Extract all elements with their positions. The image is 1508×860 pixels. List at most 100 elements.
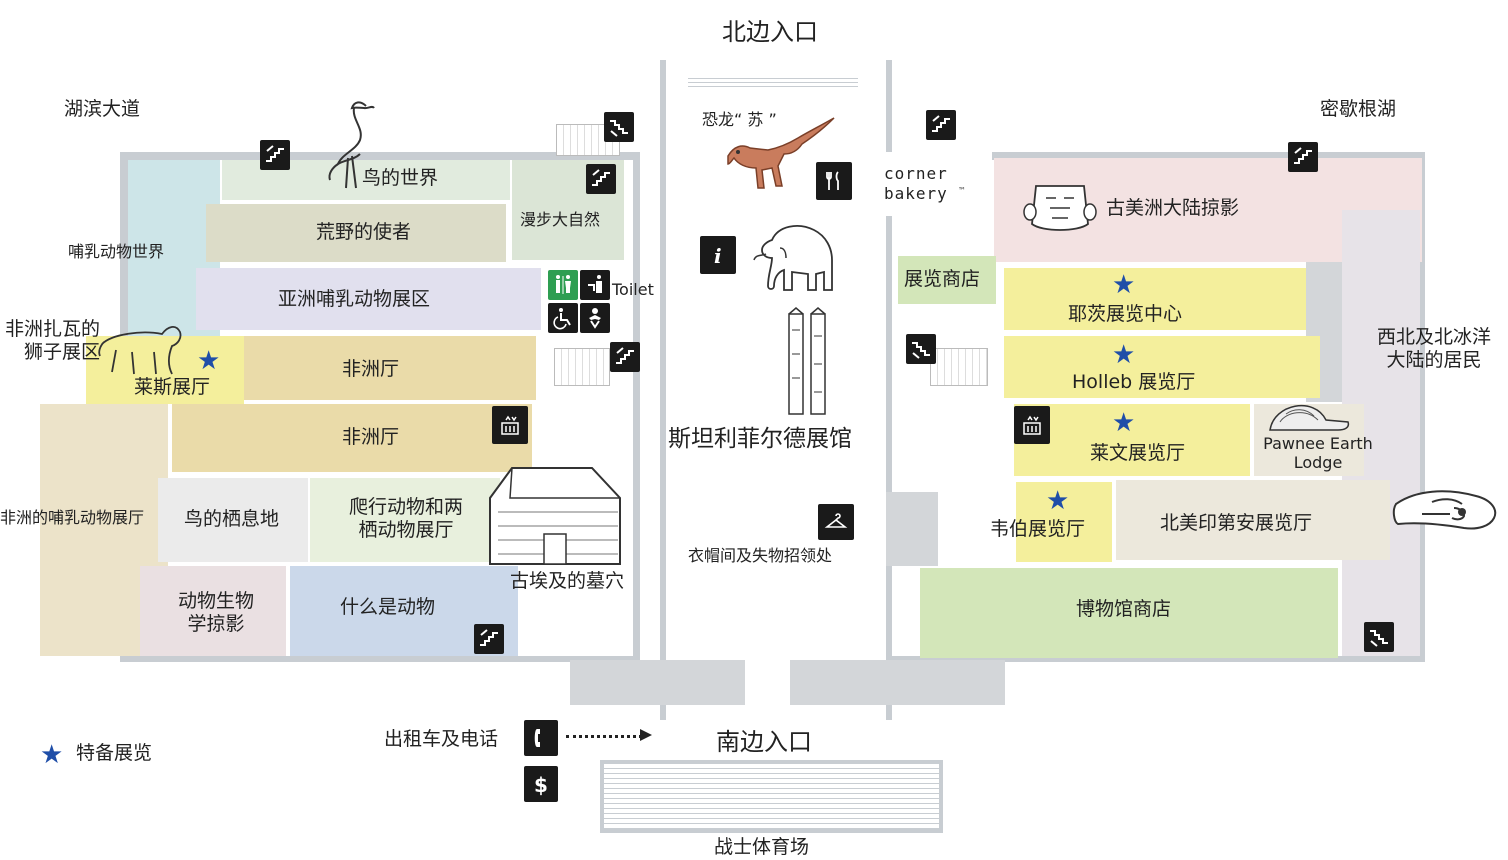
heron-illustration [328,101,375,189]
bakery-trademark: ™ [958,186,966,195]
lion-illustration [98,326,182,375]
asian-mammals-label: 亚洲哺乳动物展区 [278,288,431,310]
phone-icon[interactable] [524,720,558,756]
legend-star: ★ [40,740,64,770]
toilet-label: Toilet [612,280,654,299]
north-entrance-label: 北边入口 [722,18,818,46]
room-webber[interactable] [1016,482,1112,562]
atm-icon[interactable]: $ [524,766,558,802]
northwest-arctic-label: 西北及北冰洋 大陆的居民 [1376,326,1491,371]
room-grey-east-2 [886,492,938,566]
family-restroom-icon[interactable] [580,270,610,300]
svg-text:$: $ [534,773,548,796]
elephant-illustration [753,225,833,291]
info-icon[interactable]: i [700,236,736,274]
restroom-icon[interactable] [548,270,578,300]
room-bird-habitat[interactable] [158,478,308,562]
room-africa-2[interactable] [172,404,532,472]
africa-hall-1-label: 非洲厅 [342,358,400,380]
room-yes-center[interactable] [1004,268,1312,330]
wilderness-label: 荒野的使者 [316,221,412,243]
legend-label: 特备展览 [76,742,153,764]
bird-world-label: 鸟的世界 [362,167,439,189]
room-reptiles[interactable] [310,478,500,562]
stairs-icon[interactable] [260,140,290,170]
totem-poles-illustration [788,307,826,415]
svg-text:i: i [714,244,722,267]
soldier-field-label: 战士体育场 [714,836,810,858]
room-biology[interactable] [140,566,286,656]
room-africa-1[interactable] [244,336,536,400]
south-vestibule-right [790,660,1005,705]
museum-store-label: 博物馆商店 [1076,598,1172,620]
dinosaur-sue-illustration [727,117,835,189]
pawnee-label: Pawnee Earth Lodge [1263,434,1373,473]
special-exhibit-star-holleb: ★ [1112,340,1136,370]
stairs-icon[interactable] [604,112,634,142]
ancient-americas-label: 古美洲大陆掠影 [1106,197,1240,219]
special-exhibit-star-yes: ★ [1112,270,1136,300]
stanley-field-hall-label: 斯坦利菲尔德展馆 [668,426,852,452]
south-entrance-label: 南边入口 [716,728,812,756]
biology-label: 动物生物 学掠影 [177,590,254,635]
north-steps [688,75,858,90]
taxi-phone-label: 出租车及电话 [384,728,499,750]
stairs-icon[interactable] [474,624,504,654]
bird-habitat-label: 鸟的栖息地 [184,508,280,530]
stairs-icon[interactable] [1364,622,1394,652]
nature-walk-label: 漫步大自然 [520,210,601,229]
stairs-icon[interactable] [906,334,936,364]
elevator-icon[interactable] [492,406,528,444]
yes-center-label: 耶茨展览中心 [1068,303,1183,325]
holleb-label: Holleb 展览厅 [1072,371,1196,393]
stairs-icon[interactable] [1288,142,1318,172]
room-lewin[interactable] [1014,404,1250,476]
webber-label: 韦伯展览厅 [990,518,1086,540]
egypt-tomb-label: 古埃及的墓穴 [510,570,625,592]
reptiles-label: 爬行动物和两 栖动物展厅 [348,496,463,541]
lake-michigan-label: 密歇根湖 [1320,98,1397,120]
bakery-label-2: bakery [884,184,948,203]
lake-shore-drive-label: 湖滨大道 [64,98,141,120]
room-holleb[interactable] [1004,336,1320,398]
room-asian-mammals[interactable] [196,268,541,330]
mammals-world-label: 哺乳动物世界 [68,242,165,261]
egypt-tomb-illustration [489,467,621,565]
coat-check-icon[interactable] [818,504,854,540]
arrow-head [640,729,652,741]
stairs-icon[interactable] [586,164,616,194]
south-steps [600,760,943,833]
sue-label: 恐龙“ 苏 ” [702,110,777,129]
taxi-direction-arrow [566,735,642,738]
stair-graphic-e [930,348,988,386]
native-north-america-label: 北美印第安展览厅 [1160,512,1313,534]
bakery-label-1: corner [884,164,948,183]
elevator-icon[interactable] [1014,406,1050,444]
stair-graphic-w [554,348,610,386]
coat-check-label: 衣帽间及失物招领处 [688,546,833,565]
exhibit-shop-label: 展览商店 [904,268,981,290]
totem-head-illustration [1392,490,1497,530]
room-exhibit-shop[interactable] [898,256,996,304]
room-native-north-america[interactable] [1116,480,1390,560]
accessible-icon[interactable] [548,303,578,333]
stairs-icon[interactable] [926,110,956,140]
special-exhibit-star-rice: ★ [197,346,221,376]
mask-illustration [1023,185,1097,231]
what-is-animal-label: 什么是动物 [340,596,436,618]
african-mammals-label: 非洲的哺乳动物展厅 [0,508,145,527]
corner-bakery-box[interactable] [880,152,992,216]
restaurant-icon[interactable] [816,162,852,200]
lewin-label: 莱文展览厅 [1090,442,1186,464]
special-exhibit-star-lewin: ★ [1112,408,1136,438]
africa-hall-2-label: 非洲厅 [342,426,400,448]
rice-hall-label: 莱斯展厅 [134,376,211,398]
stairs-icon[interactable] [610,342,640,372]
south-vestibule-left [570,660,745,705]
pawnee-lodge-illustration [1269,404,1350,431]
room-museum-store[interactable] [920,568,1338,658]
baby-changing-icon[interactable] [580,303,610,333]
tsavo-lions-label: 非洲扎瓦的 狮子展区 [4,318,100,363]
room-wilderness[interactable] [206,204,506,262]
special-exhibit-star-webber: ★ [1046,486,1070,516]
